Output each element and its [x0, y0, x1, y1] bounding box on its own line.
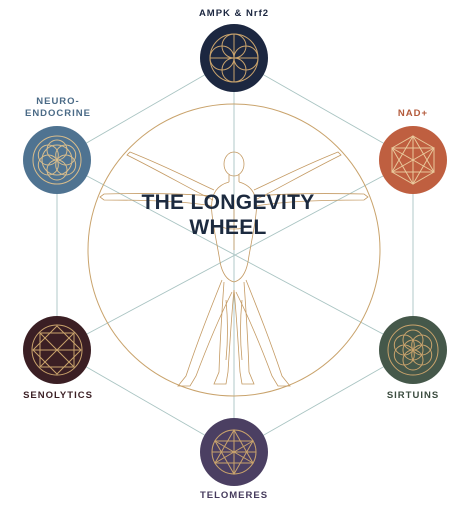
label-neuro-endocrine: NEURO- ENDOCRINE	[14, 96, 102, 120]
node-sirtuins[interactable]	[379, 316, 447, 384]
label-neuro-line-1: NEURO-	[36, 96, 80, 107]
overlapping-circles-icon	[32, 135, 82, 185]
label-ampk: AMPK & Nrf2	[198, 8, 270, 19]
label-nad: NAD+	[397, 108, 429, 119]
label-sirtuins: SIRTUINS	[386, 390, 440, 401]
seed-of-life-circle-icon	[209, 33, 259, 83]
label-telomeres: TELOMERES	[199, 490, 269, 501]
label-neuro-line-2: ENDOCRINE	[24, 108, 91, 119]
flower-of-life-icon	[387, 324, 439, 376]
label-senolytics: SENOLYTICS	[23, 390, 93, 401]
octahedron-icon	[31, 324, 83, 376]
node-ampk[interactable]	[200, 24, 268, 92]
diagram-title: THE LONGEVITY WHEEL	[118, 190, 338, 240]
node-telomeres[interactable]	[200, 418, 268, 486]
connector-lines	[56, 57, 414, 453]
title-line-2: WHEEL	[189, 216, 267, 239]
star-tetrahedron-icon	[391, 135, 435, 185]
vitruvian-figure	[87, 103, 381, 397]
node-nad[interactable]	[379, 126, 447, 194]
star-lattice-icon	[211, 428, 257, 476]
node-senolytics[interactable]	[23, 316, 91, 384]
title-line-1: THE LONGEVITY	[141, 191, 315, 214]
node-neuro-endocrine[interactable]	[23, 126, 91, 194]
